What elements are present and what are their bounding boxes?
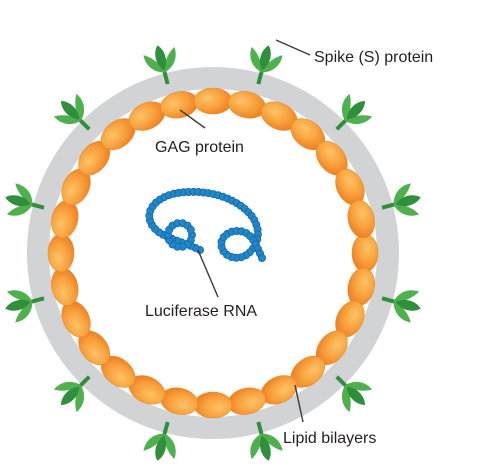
gag-protein-ring bbox=[47, 87, 379, 419]
spike-protein bbox=[335, 93, 373, 131]
spike-leader-line bbox=[275, 39, 311, 56]
gag-protein-label: GAG protein bbox=[155, 139, 244, 156]
luciferase-rna-label: Luciferase RNA bbox=[145, 303, 257, 320]
spike-protein bbox=[250, 421, 283, 461]
spike-protein bbox=[381, 183, 421, 216]
lipid-bilayer-membrane bbox=[27, 67, 399, 439]
spike-protein bbox=[53, 375, 91, 413]
spike-protein-label: Spike (S) protein bbox=[314, 49, 433, 66]
gag-protein-subunit bbox=[47, 233, 75, 273]
rna-bead bbox=[257, 253, 266, 262]
spike-protein bbox=[143, 421, 176, 461]
spike-protein bbox=[5, 290, 45, 323]
gag-protein-subunit bbox=[193, 87, 233, 115]
gag-leader-line bbox=[179, 109, 206, 129]
gag-protein-subunit bbox=[351, 233, 379, 273]
spike-protein bbox=[53, 93, 91, 131]
spike-protein bbox=[381, 290, 421, 323]
lipid-leader-line bbox=[294, 384, 304, 423]
gag-protein-subunit bbox=[193, 391, 233, 419]
rna-leader-line bbox=[197, 249, 219, 298]
gag-protein-subunit bbox=[347, 200, 375, 239]
spike-protein bbox=[5, 183, 45, 216]
luciferase-rna-coil bbox=[145, 187, 266, 262]
spike-protein bbox=[250, 45, 283, 85]
leader-lines bbox=[179, 39, 311, 423]
spike-protein bbox=[335, 375, 373, 413]
rna-bead bbox=[186, 225, 195, 234]
spike-protein-layer bbox=[5, 45, 421, 461]
lipid-bilayers-label: Lipid bilayers bbox=[283, 430, 376, 447]
spike-protein bbox=[143, 45, 176, 85]
